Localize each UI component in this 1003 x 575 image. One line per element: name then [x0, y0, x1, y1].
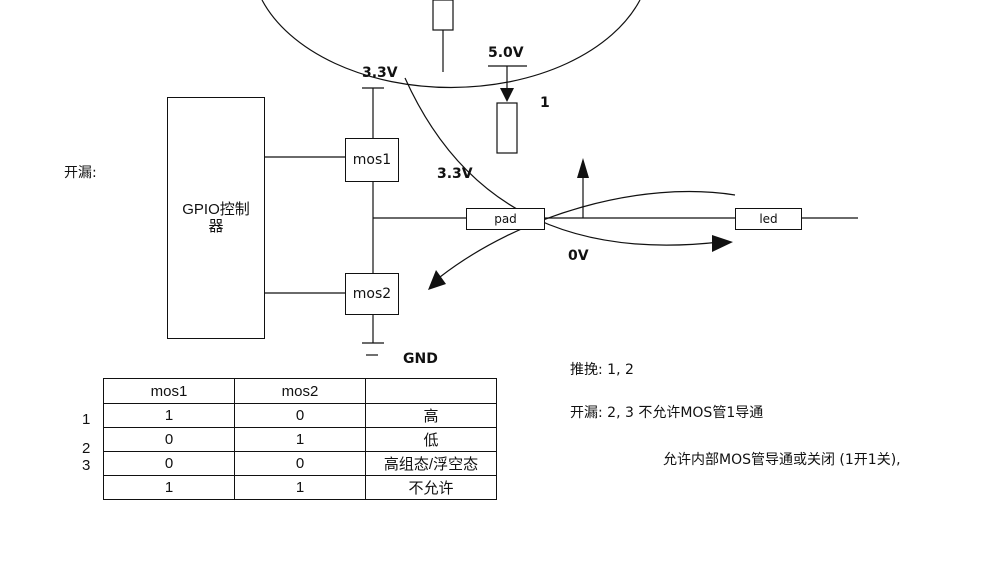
table-row: 1 0 高	[103, 403, 497, 428]
cell: 1	[234, 475, 366, 500]
rising-curve-arrow	[428, 270, 446, 290]
table-header-row: mos1 mos2	[103, 378, 497, 404]
top-resistor	[432, 0, 454, 31]
header-state	[365, 378, 497, 404]
cell: 不允许	[365, 475, 497, 500]
table-row: 0 0 高组态/浮空态	[103, 451, 497, 476]
mos1-transistor: mos1	[345, 138, 399, 182]
pullup-resistor	[496, 102, 518, 154]
gpio-label: GPIO控制 器	[182, 201, 250, 235]
pad-block: pad	[466, 208, 545, 230]
row-index-1: 1	[82, 411, 91, 428]
row-index-3: 3	[82, 457, 91, 474]
push-pull-note: 推挽: 1, 2	[570, 362, 634, 378]
cell: 1	[234, 427, 366, 452]
mos1-label: mos1	[352, 152, 392, 168]
cell: 0	[234, 403, 366, 428]
falling-curve	[404, 77, 721, 246]
header-mos1: mos1	[103, 378, 235, 404]
table-row: 0 1 低	[103, 427, 497, 452]
up-arrow-head	[577, 158, 589, 178]
row-index-2: 2	[82, 440, 91, 457]
open-drain-note: 开漏: 2, 3 不允许MOS管1导通	[570, 405, 764, 421]
cell: 低	[365, 427, 497, 452]
open-drain-left-label: 开漏:	[64, 165, 97, 181]
cell: 高组态/浮空态	[365, 451, 497, 476]
v50-label: 5.0V	[488, 45, 524, 61]
cell: 1	[103, 403, 235, 428]
v33-mid-label: 3.3V	[437, 166, 473, 182]
cell: 0	[103, 427, 235, 452]
rising-curve	[439, 190, 736, 278]
v50-arrow	[500, 88, 514, 102]
pad-label: pad	[494, 212, 517, 226]
cell: 0	[234, 451, 366, 476]
cell: 0	[103, 451, 235, 476]
top-arc	[261, 0, 641, 89]
resistor-one-label: 1	[540, 95, 550, 111]
led-block: led	[735, 208, 802, 230]
gnd-label: GND	[403, 351, 438, 367]
table-row: 1 1 不允许	[103, 475, 497, 500]
falling-curve-arrow	[712, 235, 733, 252]
mos2-label: mos2	[352, 286, 392, 302]
allow-note: 允许内部MOS管导通或关闭 (1开1关),	[663, 452, 901, 468]
led-label: led	[759, 212, 778, 226]
cell: 高	[365, 403, 497, 428]
truth-table: mos1 mos2 1 0 高 0 1 低 0 0 高组态/浮空态 1 1 不允…	[103, 378, 497, 500]
v0-label: 0V	[568, 248, 589, 264]
header-mos2: mos2	[234, 378, 366, 404]
mos2-transistor: mos2	[345, 273, 399, 315]
gpio-controller: GPIO控制 器	[167, 97, 265, 339]
v33-top-label: 3.3V	[362, 65, 398, 81]
cell: 1	[103, 475, 235, 500]
